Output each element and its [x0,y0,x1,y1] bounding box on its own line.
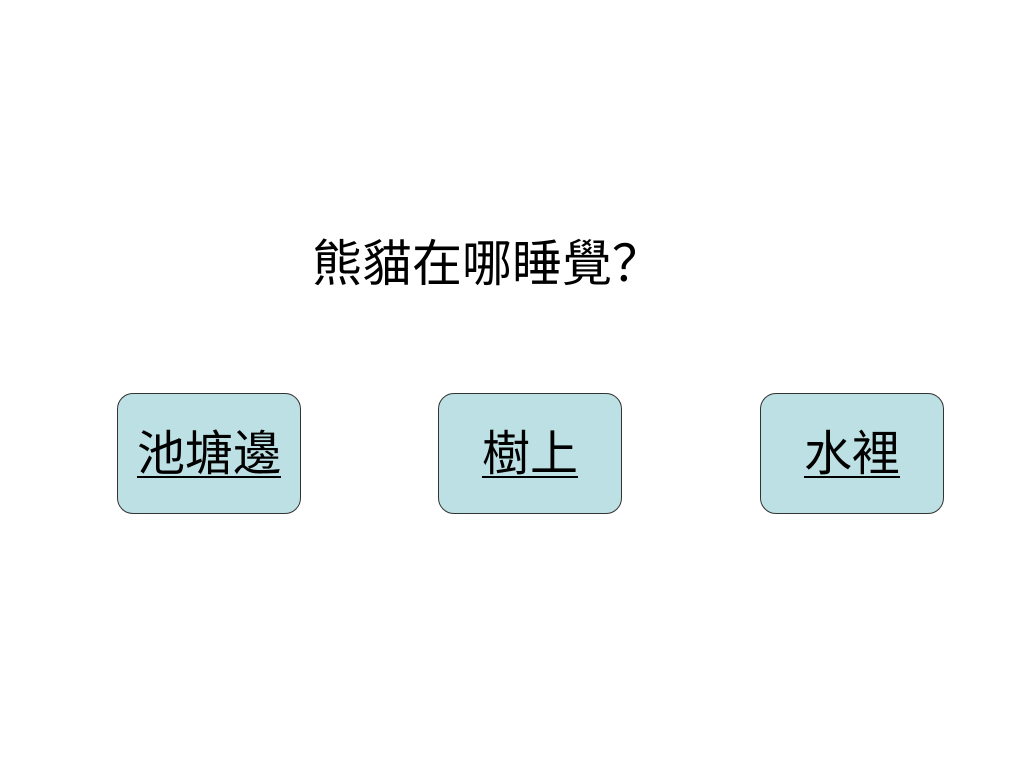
answer-link-label[interactable]: 池塘邊 [136,425,281,482]
answer-link-label[interactable]: 水裡 [803,425,900,482]
answer-button-pond-side[interactable]: 池塘邊 [117,393,301,514]
question-text: 熊貓在哪睡覺？ [312,235,662,293]
answer-link-label[interactable]: 樹上 [481,425,578,482]
answer-button-in-water[interactable]: 水裡 [760,393,944,514]
answer-button-on-tree[interactable]: 樹上 [438,393,622,514]
